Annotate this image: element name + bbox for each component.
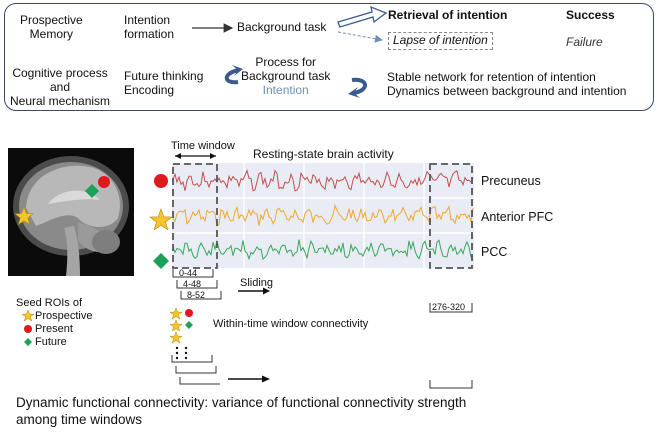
failure-label: Failure bbox=[566, 35, 603, 49]
precuneus-signal bbox=[172, 169, 474, 192]
apfc-signal bbox=[172, 203, 474, 227]
circle-icon bbox=[98, 176, 110, 188]
concept-panel bbox=[4, 3, 654, 111]
stable-network-label: Stable network for retention of intentio… bbox=[387, 70, 627, 98]
time-window-label: Time window bbox=[171, 140, 235, 152]
arrow-to-lapse bbox=[337, 31, 383, 43]
resting-state-label: Resting-state brain activity bbox=[253, 147, 394, 161]
window-brackets bbox=[171, 269, 473, 389]
retrieval-label: Retrieval of intention bbox=[388, 8, 508, 22]
first-window bbox=[172, 163, 218, 269]
seed-legend-title: Seed ROIs of bbox=[16, 297, 83, 309]
circle-icon bbox=[24, 325, 32, 333]
arrow-to-retrieval bbox=[337, 5, 388, 28]
last-window-box bbox=[429, 163, 473, 269]
diamond-icon bbox=[24, 338, 32, 346]
background-task-label: Background task bbox=[237, 20, 327, 34]
region-pcc: PCC bbox=[481, 245, 508, 259]
intention-formation-label: Intention formation bbox=[124, 13, 175, 41]
region-apfc: Anterior PFC bbox=[481, 210, 554, 224]
future-thinking-label: Future thinking Encoding bbox=[124, 69, 204, 97]
window-label-2: 8-52 bbox=[187, 290, 206, 300]
diamond-icon bbox=[85, 184, 99, 198]
sliding-label: Sliding bbox=[240, 277, 274, 289]
seed-legend-prospective: Prospective bbox=[35, 310, 93, 322]
caption: Dynamic functional connectivity: varianc… bbox=[16, 395, 467, 427]
last-window-label: 276-320 bbox=[432, 302, 466, 312]
continuation-dots bbox=[175, 346, 188, 360]
lapse-label: Lapse of intention bbox=[388, 32, 493, 50]
region-precuneus: Precuneus bbox=[481, 174, 541, 188]
curve-arrow-left bbox=[224, 68, 239, 85]
connectivity-seeds bbox=[169, 307, 193, 344]
window-label-0: 0-44 bbox=[179, 268, 198, 278]
star-icon bbox=[21, 309, 35, 322]
seed-legend-present: Present bbox=[35, 323, 73, 335]
window-label-1: 4-48 bbox=[183, 279, 202, 289]
seed-legend-future: Future bbox=[35, 336, 67, 348]
process-for-label: Process for Background task Intention bbox=[241, 55, 331, 97]
within-window-label: Within-time window connectivity bbox=[213, 318, 369, 330]
prospective-memory-label: Prospective Memory bbox=[20, 13, 83, 41]
pcc-signal bbox=[172, 239, 474, 261]
circle-icon bbox=[154, 174, 168, 188]
cognitive-process-label: Cognitive process and Neural mechanism bbox=[10, 66, 111, 108]
diamond-icon bbox=[153, 253, 169, 269]
curve-arrow-right bbox=[351, 77, 367, 95]
brain-mri-image bbox=[8, 148, 134, 276]
success-label: Success bbox=[566, 8, 615, 22]
star-icon bbox=[149, 208, 173, 231]
star-icon bbox=[14, 206, 34, 226]
